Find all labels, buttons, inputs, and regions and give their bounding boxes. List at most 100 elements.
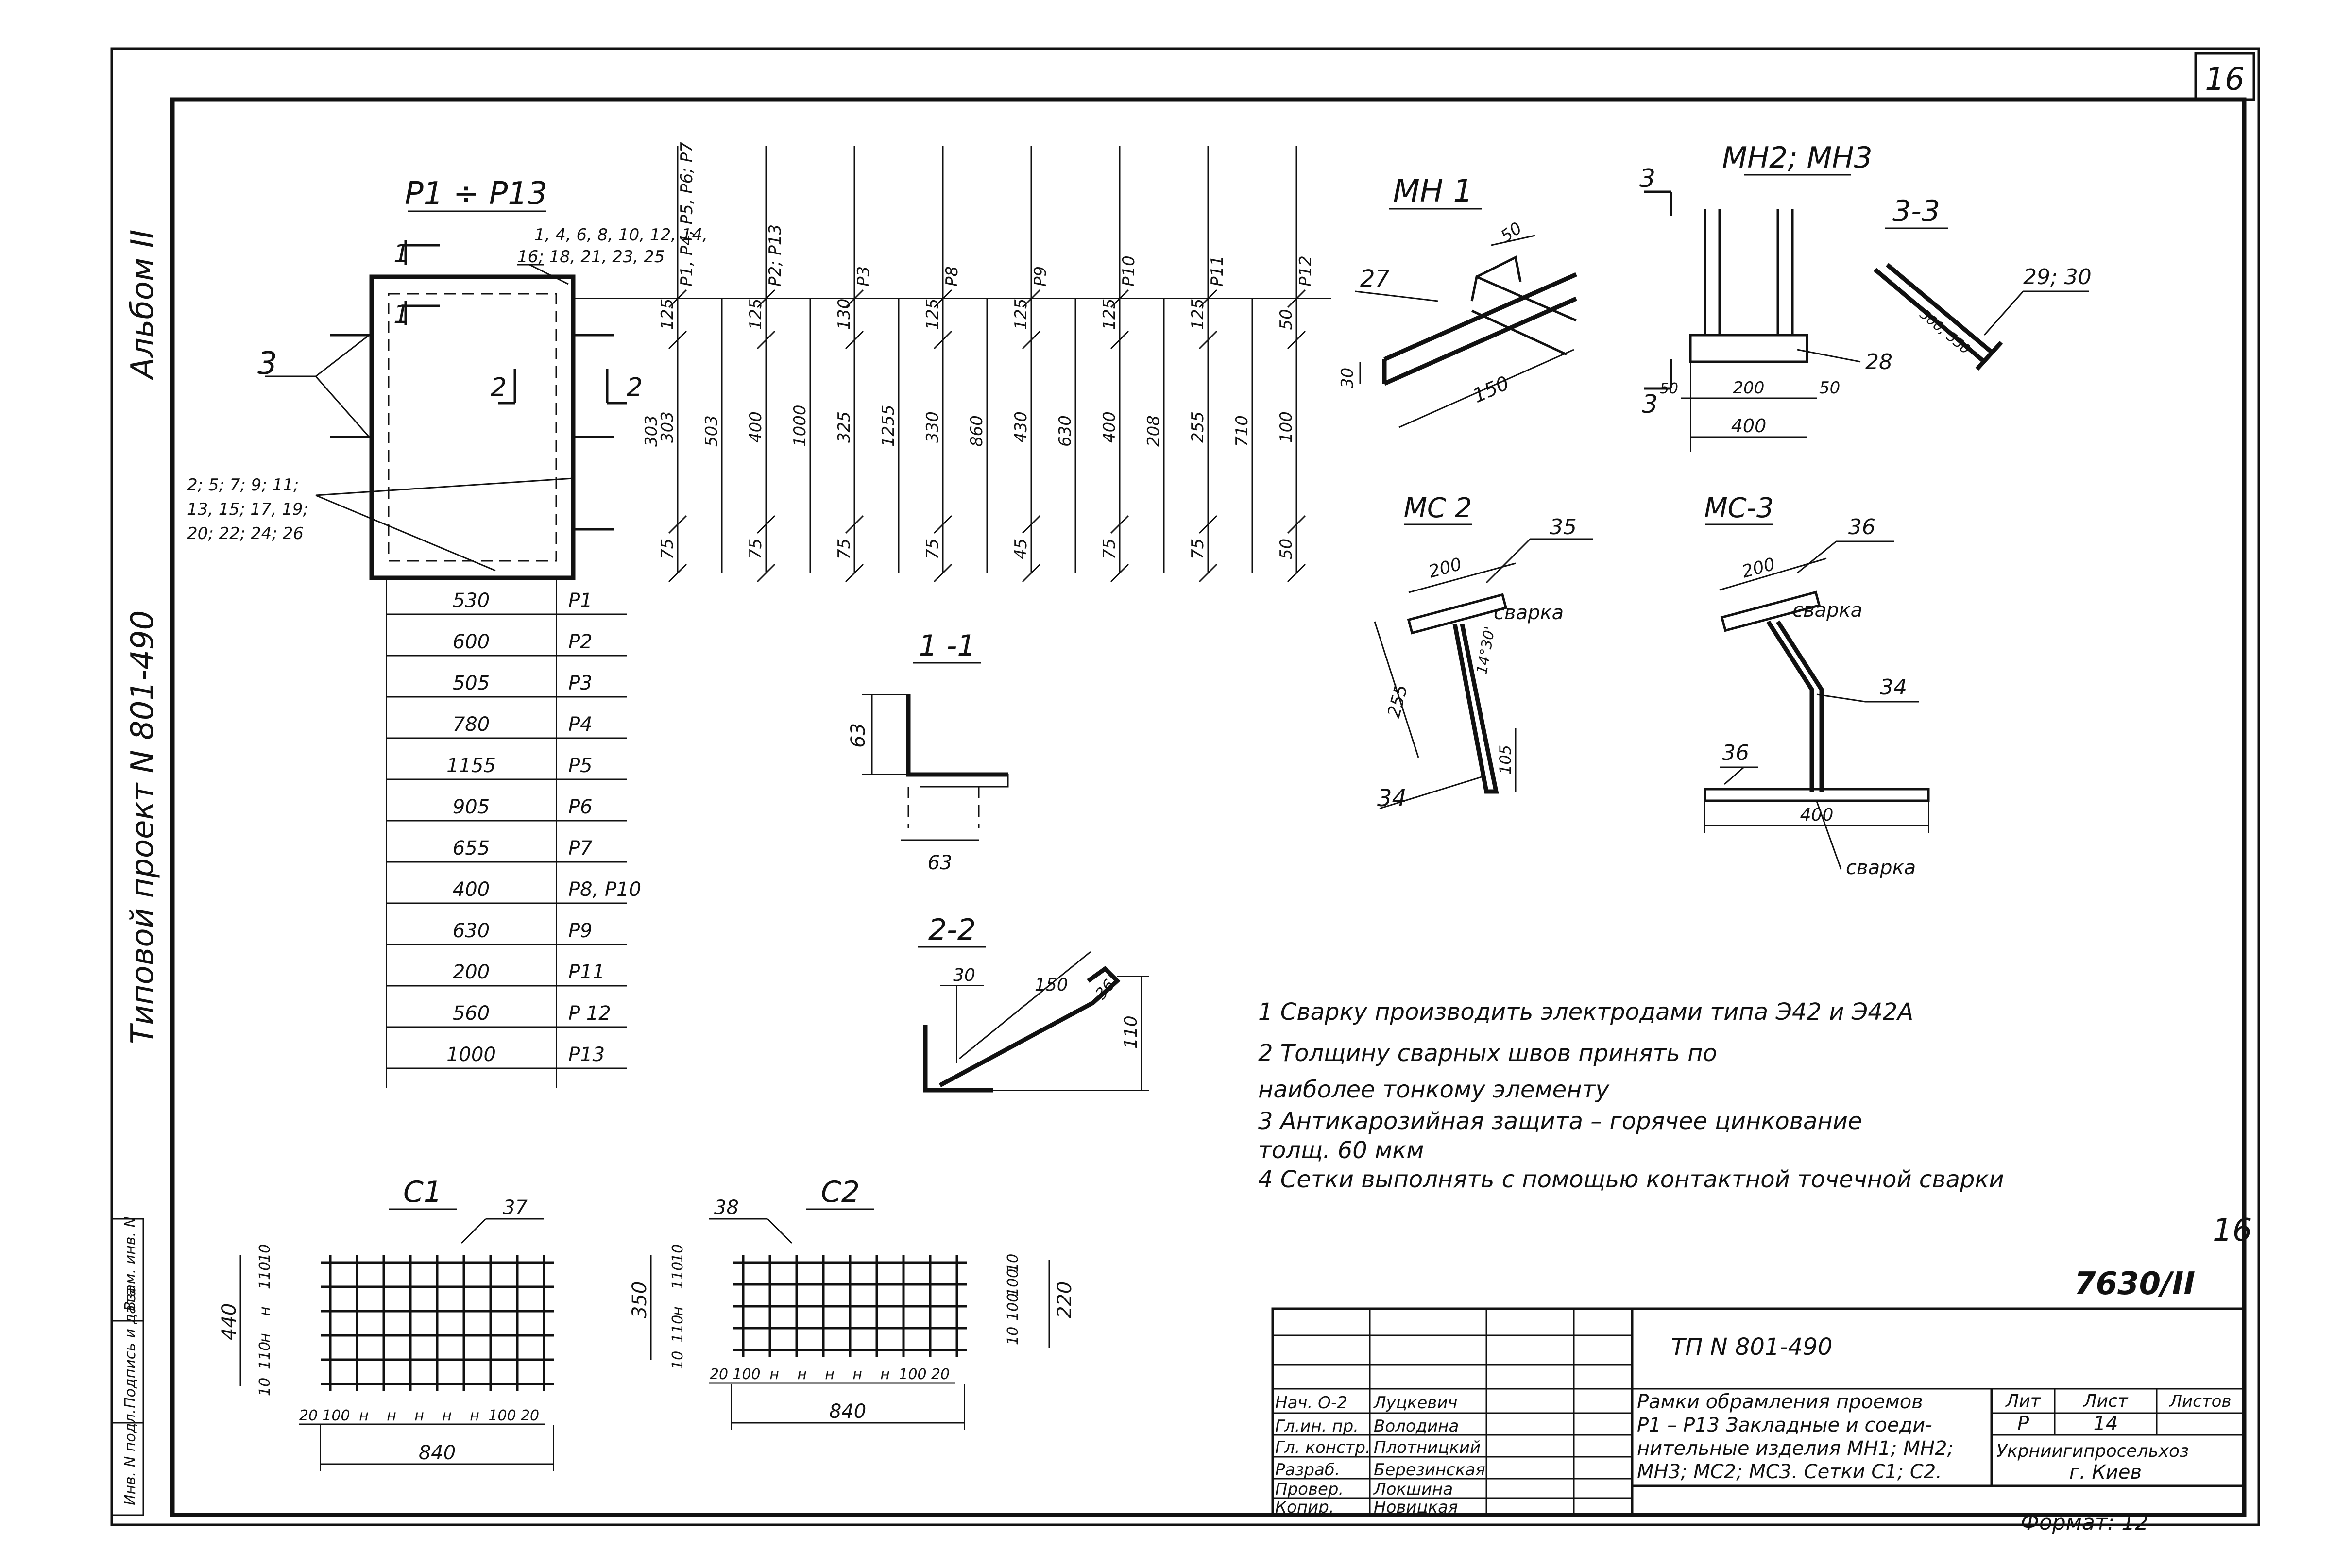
width-table-value: 200 [453,961,490,983]
frame-col-dim: 400 [746,411,766,443]
mesh-dim: 10 [1005,1254,1022,1272]
ms3-pos-top: 36 [1848,515,1875,540]
frame-col-dim: 130 [835,299,854,330]
frame-col-total: 1255 [879,405,898,447]
mesh-dim: 100 [733,1366,760,1383]
width-table-mark: Р5 [568,755,593,777]
note-line-5: толщ. 60 мкм [1258,1137,1424,1164]
mesh-dim: 10 [669,1351,686,1369]
mesh-dim: н [852,1366,862,1383]
mesh-dim: 10 [1005,1327,1022,1345]
frame-col-dim: 125 [1011,299,1031,330]
frame-col-dim: 303 [658,411,677,443]
frame-col-dim: 325 [835,411,854,443]
tb-role: Гл.ин. пр. [1275,1416,1359,1436]
frame-dim-tick [1110,330,1129,350]
width-table-mark: Р8, Р10 [568,878,641,901]
mesh-dim: н [387,1407,396,1424]
width-table-value: 560 [453,1002,490,1025]
mesh-dim: 100 [488,1407,516,1424]
width-table-value: 630 [453,920,490,942]
mesh-dim: н [359,1407,369,1424]
ms3-dim-1: 200 [1740,554,1777,582]
width-table-mark: Р11 [568,961,605,983]
frame-col-dim: 75 [835,539,854,559]
tb-sheet-h: Лист [2082,1391,2128,1411]
mn2-detail: МН2; МН3 3 28 3 50 200 50 400 [1639,141,1892,452]
notes: 1 Сварку производить электродами типа Э4… [1258,998,2004,1193]
ms2-pos-top: 35 [1550,515,1577,540]
mn1-dim-1: 50 [1497,219,1525,247]
section-22-dim-2: 150 [1035,975,1068,995]
section-11-dim-h: 63 [847,723,869,748]
frame-dim-tick [1110,563,1129,583]
width-table-value: 780 [453,713,490,736]
frame-col-label: Р2; Р13 [766,224,785,287]
section-mark-1-top: 1 [393,239,409,269]
mesh-dim: н [797,1366,807,1383]
frame-col-dim: 430 [1011,411,1031,443]
mesh-dim: н [669,1306,686,1316]
frame-col-dim: 100 [1277,411,1296,443]
frame-col-dim: 50 [1277,309,1296,330]
tb-role: Нач. О-2 [1275,1393,1347,1413]
mesh-dim: н [880,1366,890,1383]
section-1-1: 1 -1 63 63 [847,629,1009,874]
frame-col-label: Р10 [1119,255,1139,287]
width-table-value: 1155 [446,755,496,777]
mn1-detail: МН 1 27 50 30 150 [1338,173,1577,428]
frame-col-dim: 125 [923,299,942,330]
ms2-detail: МС 2 200 35 сварка 255 14°30' 105 34 [1374,492,1593,812]
width-table-value: 600 [453,631,490,653]
mn1-pos: 27 [1360,265,1390,292]
ms3-detail: МС-3 200 36 сварка 34 36 400 сварка [1704,492,1930,879]
ms2-title: МС 2 [1404,492,1472,524]
tb-sheet-no: 14 [2094,1413,2118,1435]
frame-col-dim: 125 [1100,299,1119,330]
mesh-dim: 100 [322,1407,350,1424]
frame-col-dim: 400 [1100,411,1119,443]
frame-col-label: Р8 [942,266,962,287]
mn2-dim-1: 50 [1660,380,1678,397]
section-mark-1-bottom: 1 [393,300,409,329]
frame-dim-tick [1022,289,1041,308]
c1-pos: 37 [503,1197,528,1219]
width-table-mark: Р 12 [568,1002,611,1025]
mn1-title: МН 1 [1393,173,1473,209]
ms2-pos-bottom: 34 [1377,785,1407,812]
mn2-dim-4: 400 [1731,415,1767,437]
tb-name: Локшина [1373,1480,1453,1499]
mn2-mark-bottom: 3 [1642,390,1658,419]
frame-dim-tick [756,515,776,534]
tb-role: Разраб. [1275,1460,1340,1480]
side-stamp-2: Подпись и дата [122,1288,139,1409]
mn1-dim-3: 150 [1469,372,1512,407]
section-mark-2-right: 2 [627,373,643,402]
width-table-value: 530 [453,590,490,612]
frame-dim-tick [933,515,953,534]
mesh-dim: 20 [931,1366,950,1383]
frame-col-label: Р9 [1031,266,1050,287]
album-label: Альбом II [125,230,161,381]
ms3-weld-bottom: сварка [1846,857,1916,879]
mesh-dim: 20 [299,1407,318,1424]
frame-col-label: Р11 [1208,255,1227,287]
c2-overall-h: 350 [629,1281,651,1318]
ms3-pos-bottom: 36 [1722,741,1749,765]
mn2-mark-top: 3 [1639,164,1655,193]
mesh-dim: 20 [521,1407,539,1424]
mesh-dim: 10 [669,1244,686,1263]
mesh-dim: 10 [256,1378,273,1396]
mn2-dim-3: 50 [1819,378,1840,398]
width-table-value: 905 [453,796,490,818]
note-line-6: 4 Сетки выполнять с помощью контактной т… [1258,1166,2004,1193]
mesh-dim: н [470,1407,479,1424]
frame-dim-tick [756,330,776,350]
mesh-dim: н [414,1407,424,1424]
section-22-dim-4: 110 [1121,1015,1141,1049]
frame-col-label: Р1, Р4, Р5, Р6; Р7 [677,142,697,287]
frame-dim-tick [668,515,687,534]
mesh-dim: 100 [1005,1269,1022,1297]
width-table-mark: Р1 [568,590,593,612]
